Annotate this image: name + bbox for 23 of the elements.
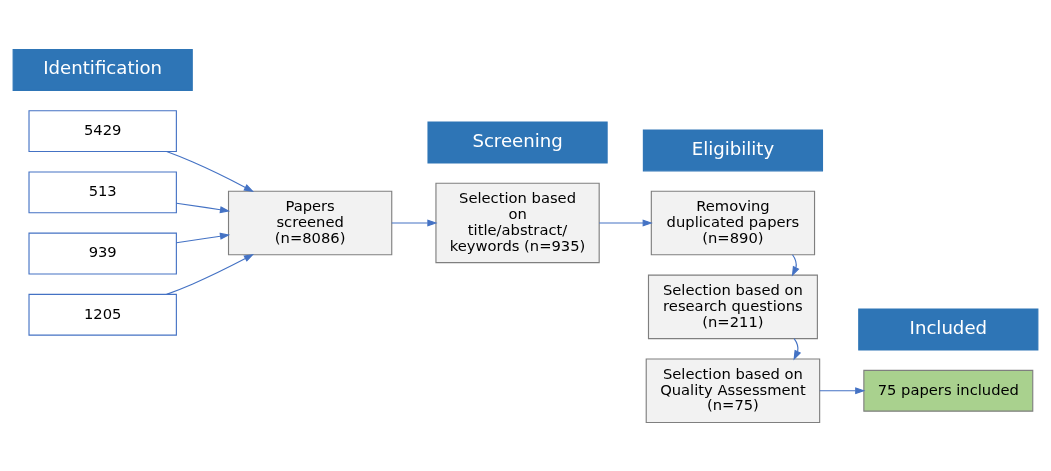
arrow bbox=[175, 232, 231, 243]
node-box: 939 bbox=[28, 232, 177, 275]
arrow bbox=[793, 337, 802, 360]
node-box: Included bbox=[858, 308, 1039, 350]
node-box: Selection based on title/abstract/ keywords (n=935) bbox=[435, 182, 600, 263]
arrow bbox=[166, 253, 255, 295]
node-box: 1205 bbox=[28, 293, 177, 336]
node-box: Removing duplicated papers (n=890) bbox=[650, 190, 816, 255]
node-box: Identification bbox=[12, 48, 193, 91]
arrow bbox=[175, 202, 231, 213]
arrow bbox=[791, 253, 800, 277]
node-box: 75 papers included bbox=[863, 369, 1034, 412]
node-box: Screening bbox=[427, 121, 608, 163]
node-box: 5429 bbox=[28, 109, 177, 152]
node-box: Selection based on research questions (n=211) bbox=[647, 274, 818, 339]
arrow bbox=[819, 386, 866, 394]
arrow bbox=[166, 150, 255, 192]
node-box: Papers screened (n=8086) bbox=[227, 190, 393, 255]
node-box: Eligibility bbox=[642, 128, 824, 171]
arrow bbox=[598, 218, 653, 227]
node-box: 513 bbox=[28, 170, 177, 213]
arrow bbox=[391, 218, 438, 227]
node-box: Selection based on Quality Assessment (n=75) bbox=[645, 357, 821, 423]
